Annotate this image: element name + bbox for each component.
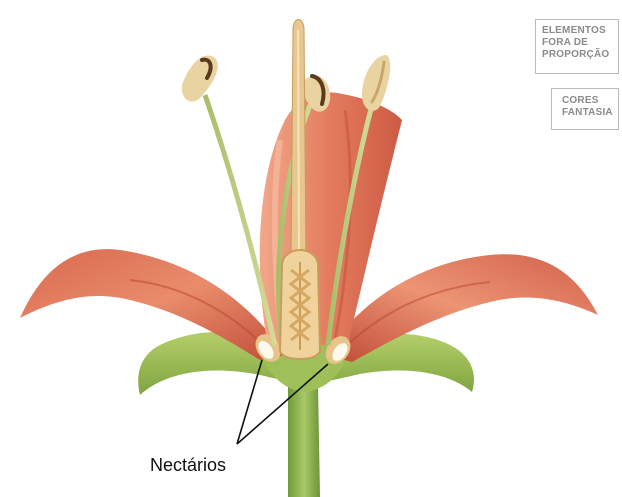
petal-right	[325, 254, 598, 362]
petal-left	[20, 249, 285, 360]
badge-line: ELEMENTOS	[542, 25, 618, 37]
badge-line: FORA DE	[542, 37, 618, 49]
badge-line: PROPORÇÃO	[542, 49, 618, 61]
nectary-label: Nectários	[150, 455, 226, 476]
badge-line: FANTASIA	[562, 107, 618, 119]
badge-line: CORES	[562, 95, 618, 107]
disclaimer-badge-colors: CORES FANTASIA	[551, 88, 619, 130]
ovary	[280, 250, 320, 359]
stem	[288, 385, 320, 497]
pistil-style	[291, 20, 306, 263]
disclaimer-badge-proportion: ELEMENTOS FORA DE PROPORÇÃO	[535, 19, 619, 74]
